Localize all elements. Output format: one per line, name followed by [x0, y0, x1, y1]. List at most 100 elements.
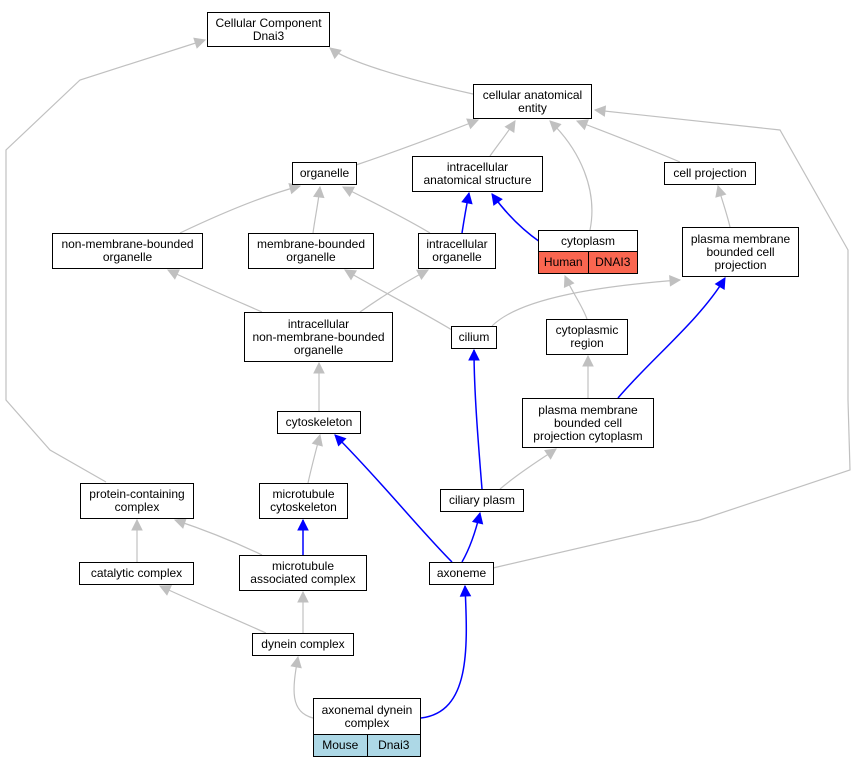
node-label: cellular anatomical entity: [482, 87, 583, 115]
edge-part-of: [617, 277, 726, 399]
edge-arrowhead: [471, 511, 484, 525]
edge-is-a: [158, 585, 267, 634]
edge-is-a: [359, 269, 429, 313]
edge-is-a: [549, 120, 593, 231]
edge-part-of: [297, 518, 309, 555]
edge-is-a: [173, 517, 263, 556]
edge-arrowhead: [297, 590, 309, 603]
edge-part-of: [420, 584, 472, 719]
node-plasma-membrane-bounded-cell-projection[interactable]: plasma membrane bounded cell projection: [682, 227, 799, 277]
node-intracellular-organelle[interactable]: intracellular organelle: [418, 233, 496, 269]
edge-arrowhead: [461, 191, 473, 205]
node-non-membrane-bounded-organelle[interactable]: non-membrane-bounded organelle: [52, 233, 203, 269]
edge-arrowhead: [416, 269, 429, 281]
node-intracellular-non-membrane-bounded-organelle[interactable]: intracellular non-membrane-bounded organ…: [244, 312, 393, 362]
node-cytoskeleton[interactable]: cytoskeleton: [277, 411, 361, 434]
edge-is-a: [575, 119, 681, 163]
node-axoneme[interactable]: axoneme: [429, 562, 494, 585]
node-label: cytoplasmic region: [555, 323, 619, 350]
node-cilium[interactable]: cilium: [451, 326, 497, 349]
edge-arrowhead: [715, 184, 727, 198]
node-microtubule-associated-complex[interactable]: microtubule associated complex: [239, 555, 367, 591]
edge-arrowhead: [288, 183, 302, 195]
node-dynein-complex[interactable]: dynein complex: [252, 633, 354, 656]
node-cellular-component-dnai3[interactable]: Cellular Component Dnai3: [207, 12, 330, 47]
edge-arrowhead: [342, 186, 355, 197]
edge-arrowhead: [131, 518, 143, 531]
node-membrane-bounded-organelle[interactable]: membrane-bounded organelle: [248, 233, 374, 269]
node-cell-projection[interactable]: cell projection: [664, 162, 756, 185]
edge-arrowhead: [311, 433, 323, 447]
node-cytoplasm[interactable]: cytoplasm Human DNAI3: [538, 230, 638, 274]
node-microtubule-cytoskeleton[interactable]: microtubule cytoskeleton: [259, 483, 348, 519]
edge-is-a: [491, 274, 682, 327]
node-label: catalytic complex: [90, 566, 183, 580]
node-cytoplasmic-region[interactable]: cytoplasmic region: [546, 319, 628, 355]
edge-part-of: [461, 191, 473, 234]
node-label: microtubule cytoskeleton: [270, 487, 337, 514]
annotation-tags: Mouse Dnai3: [314, 734, 420, 756]
annotation-tags: Human DNAI3: [539, 251, 637, 273]
node-label: intracellular organelle: [426, 237, 488, 264]
node-plasma-membrane-bounded-cell-projection-cytoplasm[interactable]: plasma membrane bounded cell projection …: [522, 398, 654, 448]
edge-arrowhead: [158, 585, 172, 596]
node-label: protein-containing complex: [89, 487, 185, 514]
edge-is-a: [582, 354, 594, 399]
edge-arrowhead: [334, 434, 347, 447]
species-tag-mouse: Mouse: [314, 735, 367, 756]
edge-arrowhead: [582, 354, 594, 367]
edge-is-a: [307, 433, 323, 484]
edge-arrowhead: [297, 518, 309, 531]
node-label: membrane-bounded organelle: [256, 237, 366, 264]
gene-tag-dnai3: DNAI3: [587, 252, 637, 273]
edge-is-a: [131, 518, 143, 563]
edge-arrowhead: [669, 274, 682, 287]
edge-is-a: [329, 47, 474, 95]
node-intracellular-anatomical-structure[interactable]: intracellular anatomical structure: [412, 156, 543, 192]
edge-arrowhead: [504, 120, 516, 133]
edge-part-of: [468, 348, 483, 490]
edge-is-a: [492, 105, 851, 569]
node-label: organelle: [299, 166, 350, 180]
edge-part-of: [461, 511, 484, 563]
edge-arrowhead: [593, 105, 607, 117]
node-label: cell projection: [673, 166, 747, 180]
node-label: cytoplasm: [560, 233, 616, 248]
edge-is-a: [290, 655, 314, 719]
node-label: ciliary plasm: [448, 493, 515, 507]
node-label: cytoskeleton: [285, 415, 353, 429]
edge-arrowhead: [313, 185, 325, 199]
node-organelle[interactable]: organelle: [292, 162, 357, 185]
node-label: intracellular anatomical structure: [423, 160, 532, 187]
node-label: non-membrane-bounded organelle: [61, 237, 194, 264]
edge-arrowhead: [468, 348, 480, 361]
edge-arrowhead: [491, 193, 503, 206]
node-axonemal-dynein-complex[interactable]: axonemal dynein complex Mouse Dnai3: [313, 698, 421, 757]
node-ciliary-plasm[interactable]: ciliary plasm: [440, 489, 524, 512]
edge-arrowhead: [193, 37, 207, 49]
edge-is-a: [563, 274, 588, 320]
edge-arrowhead: [166, 269, 180, 280]
node-label: cilium: [458, 330, 490, 344]
edge-is-a: [344, 269, 453, 331]
node-label: axonemal dynein complex: [321, 702, 413, 730]
edge-is-a: [499, 448, 557, 490]
edge-arrowhead: [329, 47, 342, 60]
node-protein-containing-complex[interactable]: protein-containing complex: [80, 483, 194, 519]
node-label: axoneme: [436, 566, 487, 580]
node-cellular-anatomical-entity[interactable]: cellular anatomical entity: [473, 84, 592, 119]
node-label: intracellular non-membrane-bounded organ…: [252, 316, 385, 357]
node-label: plasma membrane bounded cell projection: [690, 231, 791, 272]
edge-is-a: [297, 590, 309, 633]
edge-arrowhead: [344, 269, 357, 281]
edge-is-a: [166, 269, 263, 313]
edge-is-a: [5, 37, 207, 483]
node-label: plasma membrane bounded cell projection …: [533, 402, 643, 443]
edge-is-a: [313, 361, 325, 412]
edge-arrowhead: [549, 120, 562, 133]
node-catalytic-complex[interactable]: catalytic complex: [79, 562, 194, 585]
edge-arrowhead: [466, 118, 480, 130]
edge-part-of: [491, 193, 541, 243]
edge-is-a: [179, 183, 302, 234]
